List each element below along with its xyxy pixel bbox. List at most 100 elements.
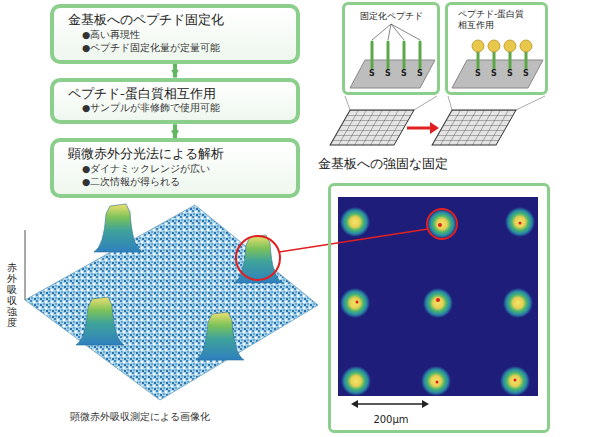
ir-image [436,381,439,384]
ir-3d-plot [94,204,142,252]
gold-substrate-grid [345,96,545,110]
ir-image [438,223,442,227]
ir-image [427,209,457,239]
gold-substrate-grid [414,96,437,110]
scale-bar [351,400,429,408]
gold-substrate-grid [432,110,516,145]
panel-a-illustration [391,24,420,40]
gold-substrate-grid [432,110,516,145]
ir-image [340,288,370,318]
panel-a-illustration [350,60,435,88]
node-title: ペプチド-蛋白質 相互作用 [448,5,538,32]
red-arrow [407,127,431,130]
panel-a-illustration [387,42,390,68]
red-arrow [430,122,439,134]
ir-image [340,207,535,396]
node-title: 顕微赤外分光法による解析 [68,146,286,163]
node-bullet: ●ペプチド固定化量が定量可能 [68,42,286,55]
panel-b-illustration [525,50,528,68]
axis-label: 赤外吸収強度 [7,262,17,328]
ir-image [338,197,538,396]
ir-3d-plot [236,236,280,280]
ir-image [427,209,457,239]
panel-a-illustration [350,24,435,88]
panel-b-illustration [472,40,484,52]
panel-b-illustration [477,50,480,68]
panel-a-illustration [403,42,406,68]
sulfur-label: S [475,70,481,78]
sulfur-label: S [507,70,513,78]
sulfur-label: S [385,70,391,78]
scale-bar [422,400,429,408]
callout-line [279,229,428,252]
ir-3d-plot [25,205,318,400]
node-bullet: ●高い再現性 [68,29,286,42]
sulfur-label: S [523,70,529,78]
ir-3d-plot [25,230,26,300]
ir-3d-plot [196,312,244,360]
flow-arrow [173,124,177,138]
panel-b-illustration [509,50,512,68]
node-title: ペプチド-蛋白質相互作用 [68,86,286,103]
panel-b-illustration [478,50,526,68]
red-arrow [407,122,439,134]
panel-a-illustration [372,42,420,68]
node-bullet: ●二次情報が得られる [68,176,286,189]
scale-bar [351,400,358,408]
step-box: 金基板へのペプチド固定化●高い再現性●ペプチド固定化量が定量可能 [50,4,300,64]
ir-3d-plot [25,204,318,400]
ir-image [421,366,451,396]
panel-a-illustration [419,42,422,68]
panel-b-illustration [472,40,532,52]
ir-3d-plot [76,297,124,345]
panel-a-illustration [388,24,391,40]
illustration-panel: 固定化ペプチド [342,2,440,95]
illustration-panel: ペプチド-蛋白質 相互作用 [445,2,548,95]
sulfur-label: S [401,70,407,78]
step-box: 顕微赤外分光法による解析●ダイナミックレンジが広い●二次情報が得られる [50,138,300,198]
gold-substrate-grid [448,96,452,110]
image-panel: 200μm [328,183,550,433]
gold-substrate-grid [516,96,545,110]
step-box: ペプチド-蛋白質相互作用●サンプルが非修飾で使用可能 [50,78,300,125]
gold-substrate-grid [330,110,414,145]
node-title: 固定化ペプチド [345,5,437,22]
gold-substrate-grid [330,96,545,145]
node-bullet: ●ダイナミックレンジが広い [68,163,286,176]
ir-image [340,207,370,237]
sulfur-label: S [369,70,375,78]
panel-a-illustration [371,42,374,68]
panel-b-illustration [452,60,543,88]
ir-image [519,222,522,225]
ir-image [505,207,535,237]
ir-image [423,288,453,318]
ir-image [436,298,440,302]
node-bullet: ●サンプルが非修飾で使用可能 [68,102,286,115]
panel-a-illustration [391,24,404,40]
ir-image [356,301,359,304]
panel-b-illustration [493,50,496,68]
sulfur-label: S [417,70,423,78]
ir-image [500,366,530,396]
panel-b-illustration [520,40,532,52]
ir-image [514,379,517,382]
gold-substrate-grid [345,96,350,110]
ir-image [338,197,538,396]
panel-b-illustration [452,40,543,88]
node-title: 金基板へのペプチド固定化 [68,12,286,29]
gold-substrate-grid [330,110,414,145]
section-label: 金基板への強固な固定 [318,156,448,173]
panel-b-illustration [504,40,516,52]
ir-image [356,222,522,384]
scale-bar [356,403,424,405]
panel-b-illustration [488,40,500,52]
figure-caption: 顕微赤外吸収測定による画像化 [70,411,210,423]
sulfur-label: S [491,70,497,78]
panel-a-illustration [372,24,391,40]
ir-image [503,288,533,318]
ir-3d-plot [234,235,282,283]
panel-a-illustration [372,24,420,40]
